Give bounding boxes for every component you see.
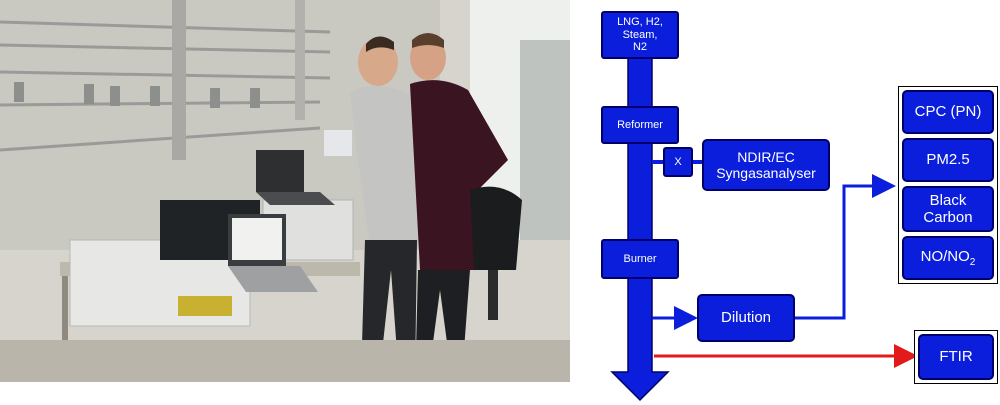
reformer-box: Reformer [601, 106, 679, 144]
ftir-label: FTIR [939, 348, 973, 366]
no-box: NO/NO2 [902, 236, 994, 280]
ndir-label: NDIR/EC Syngasanalyser [716, 148, 816, 181]
ndir-box: NDIR/EC Syngasanalyser [702, 139, 830, 191]
burner-label: Burner [623, 252, 657, 265]
pm-box: PM2.5 [902, 138, 994, 182]
input-label: LNG, H2, Steam, N2 [617, 16, 663, 54]
pm-label: PM2.5 [926, 151, 970, 169]
cpc-box: CPC (PN) [902, 90, 994, 134]
lab-photo [0, 0, 570, 382]
reformer-label: Reformer [617, 118, 663, 131]
input-box: LNG, H2, Steam, N2 [601, 11, 679, 59]
analyser-arrow [795, 174, 896, 320]
x-label: X [674, 155, 682, 168]
dilution-label: Dilution [720, 309, 772, 327]
process-diagram: LNG, H2, Steam, N2 Reformer X NDIR/EC Sy… [580, 0, 1000, 405]
cpc-label: CPC (PN) [914, 103, 982, 121]
black-carbon-label: Black Carbon [923, 191, 973, 226]
black-carbon-box: Black Carbon [902, 186, 994, 232]
ftir-box: FTIR [918, 334, 994, 380]
dilution-box: Dilution [697, 294, 795, 342]
x-box: X [663, 147, 693, 177]
no-label: NO/NO2 [920, 247, 976, 268]
burner-box: Burner [601, 239, 679, 279]
